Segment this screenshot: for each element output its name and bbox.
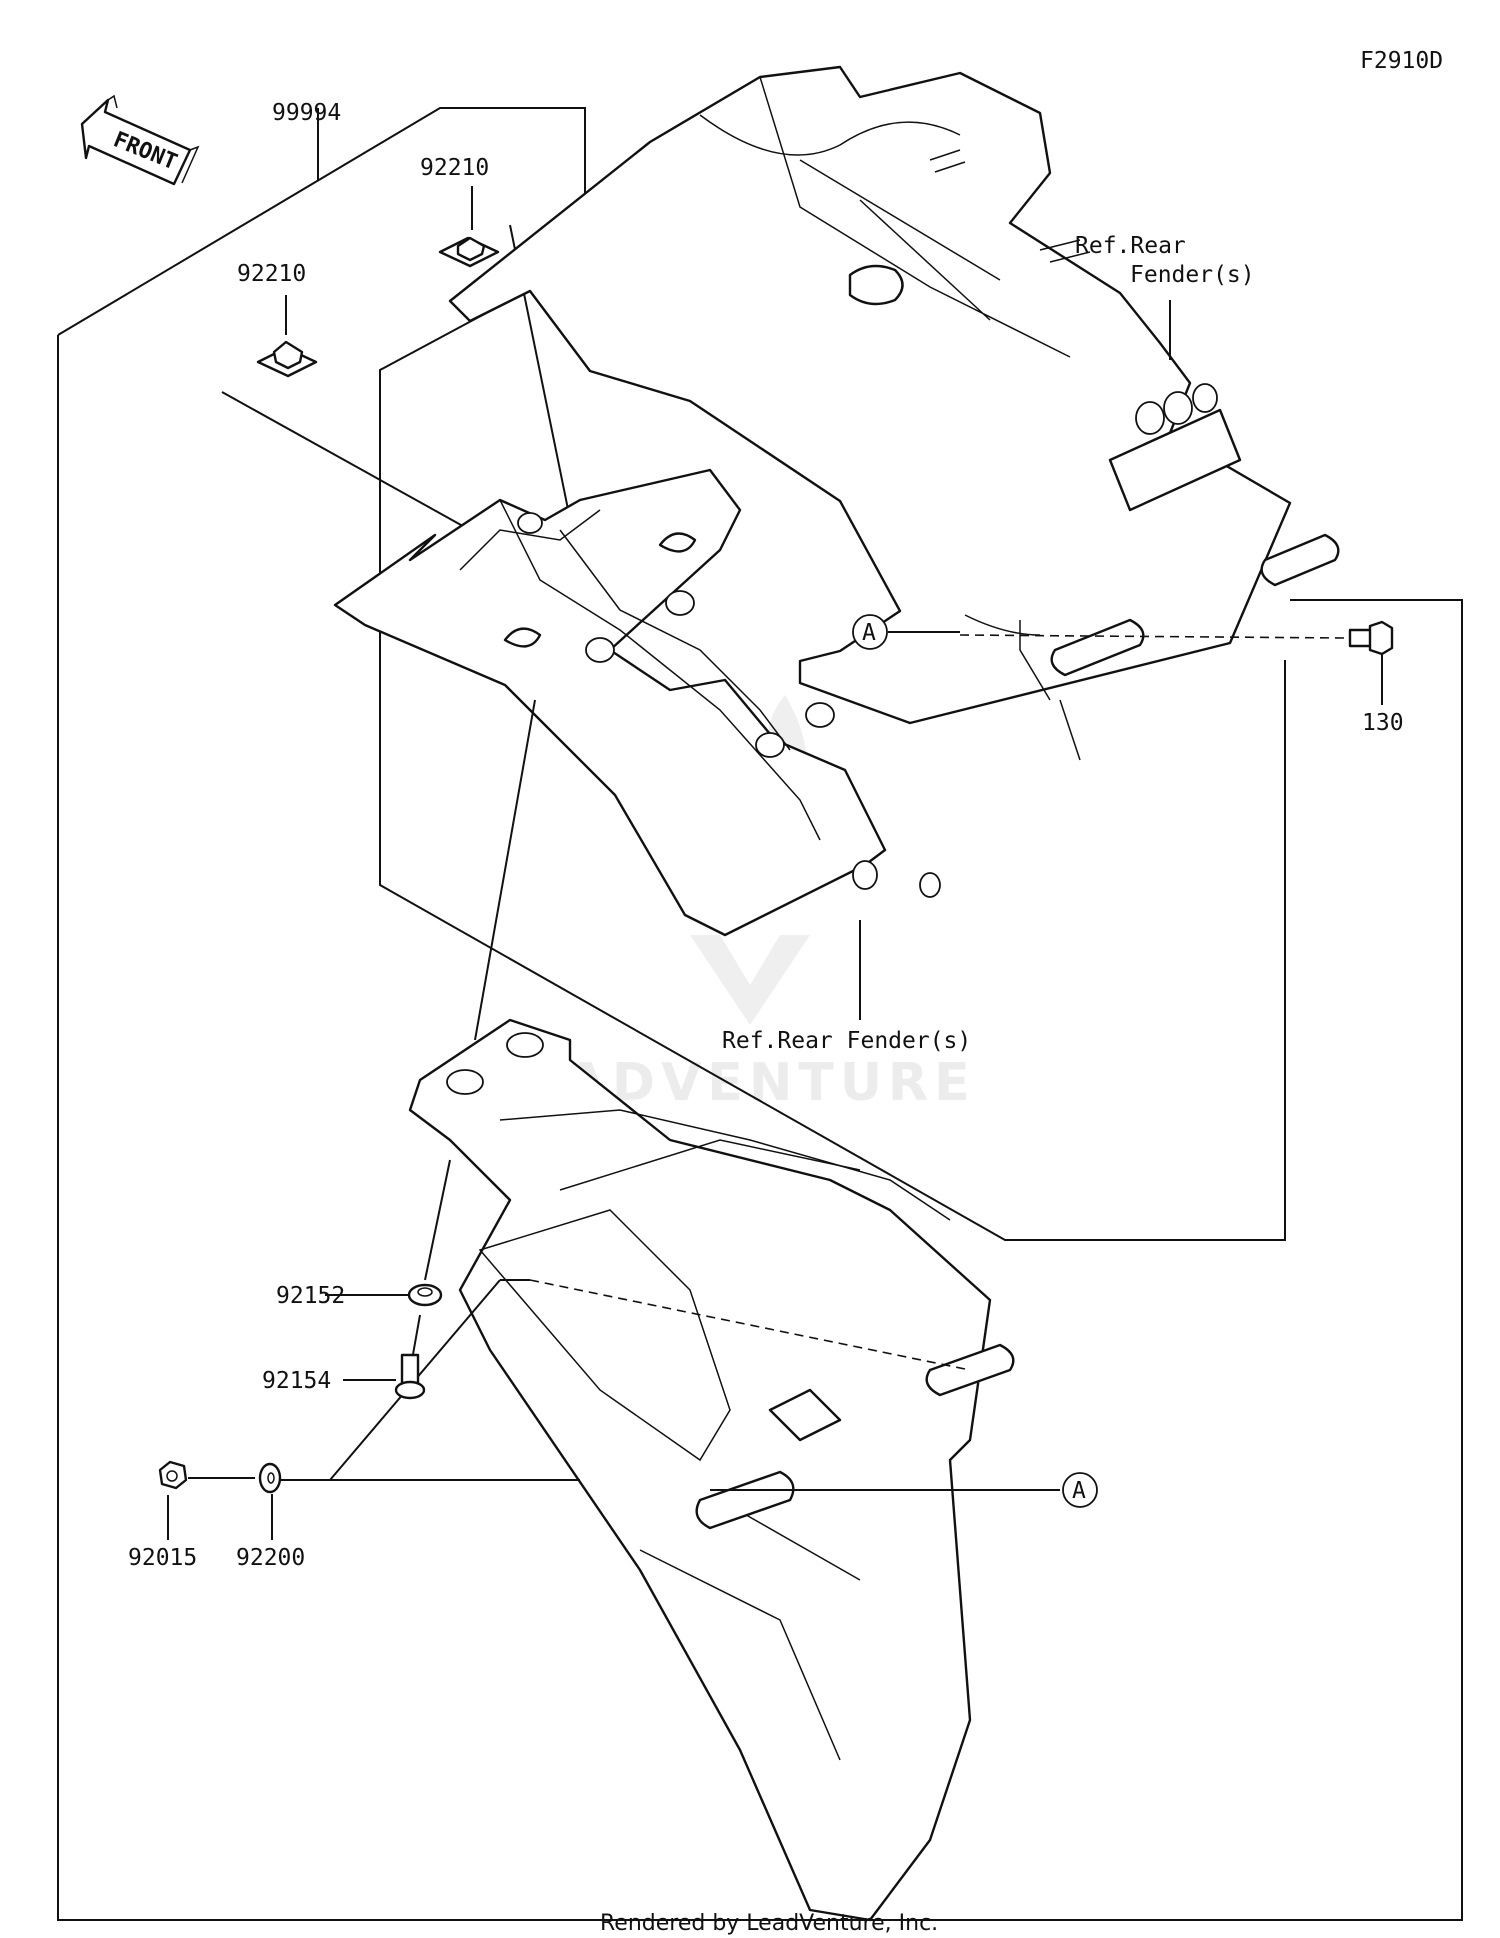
part-92015-label: 92015 xyxy=(128,1545,197,1571)
clip-nut-92210-left xyxy=(256,295,318,378)
upper-rear-fender-ref xyxy=(448,65,1340,761)
clip-nut-92210-top xyxy=(438,186,500,268)
callout-a-upper-text: A xyxy=(862,620,876,646)
bolt-130 xyxy=(1348,620,1394,705)
part-130-label: 130 xyxy=(1362,710,1404,736)
part-92154-label: 92154 xyxy=(262,1368,331,1394)
callout-a-lower xyxy=(1062,1472,1098,1508)
figure-code: F2910D xyxy=(1360,48,1443,74)
front-arrow-icon: FRONT xyxy=(80,94,200,186)
part-92200-label: 92200 xyxy=(236,1545,305,1571)
grommet-92152 xyxy=(325,1283,443,1307)
part-92210-left-label: 92210 xyxy=(237,261,306,287)
lower-rear-fender xyxy=(408,1018,1015,1922)
part-92152-label: 92152 xyxy=(276,1283,345,1309)
washer-92200 xyxy=(258,1462,282,1540)
ref-rear-fender-lower: Ref.Rear Fender(s) xyxy=(722,1028,971,1054)
screw-92154 xyxy=(343,1353,426,1400)
nut-92015 xyxy=(158,1460,255,1540)
kit-outline-99994 xyxy=(57,107,1463,1921)
callout-a-lower-text: A xyxy=(1072,1478,1086,1504)
part-99994-label: 99994 xyxy=(272,100,341,126)
ref-rear-fender-upper-line2: Fender(s) xyxy=(1130,262,1255,288)
ref-rear-fender-upper-line1: Ref.Rear xyxy=(1075,233,1186,259)
part-92210-top-label: 92210 xyxy=(420,155,489,181)
footer-credit: Rendered by LeadVenture, Inc. xyxy=(600,1911,938,1936)
inner-rear-fender-ref xyxy=(333,468,941,1020)
callout-a-upper xyxy=(852,614,888,650)
